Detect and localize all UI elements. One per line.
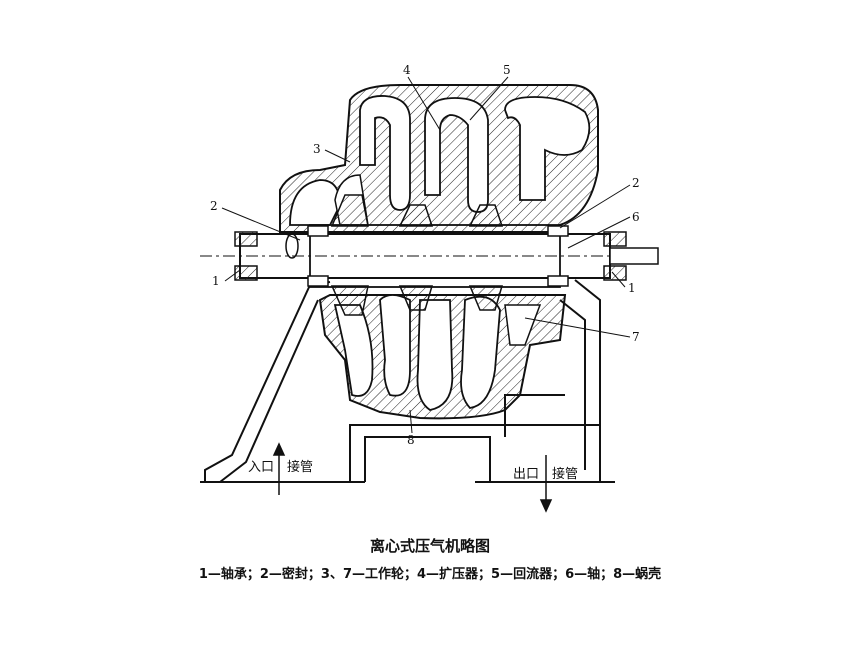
callout-1-left: 1	[212, 274, 220, 288]
callout-4: 4	[403, 63, 411, 77]
seal-right	[547, 225, 569, 287]
inlet-pipe-label: 接管	[287, 459, 313, 475]
bearing-left	[234, 231, 258, 281]
callout-8: 8	[407, 433, 415, 447]
callout-6: 6	[632, 210, 640, 224]
bearing-right	[603, 231, 627, 281]
callout-1-right: 1	[628, 281, 636, 295]
inlet-label: 入口	[248, 460, 274, 475]
inlet-arrow	[272, 442, 286, 495]
callout-5: 5	[503, 63, 511, 77]
leader-lines	[221, 76, 631, 434]
callout-labels: 1 1 2 2 3 4 5 6 7 8	[210, 63, 640, 447]
callout-2-left: 2	[210, 199, 218, 213]
seal-left	[285, 225, 329, 287]
callout-2-right: 2	[632, 176, 640, 190]
figure-legend: 1—轴承；2—密封；3、7—工作轮；4—扩压器；5—回流器；6—轴；8—蜗壳	[198, 567, 662, 582]
callout-7: 7	[632, 330, 640, 344]
outlet-label: 出口	[513, 467, 539, 482]
figure-title: 离心式压气机略图	[369, 537, 490, 555]
shaft	[200, 224, 660, 288]
upper-casing	[279, 84, 599, 233]
lower-casing	[318, 294, 567, 420]
outlet-pipe-label: 接管	[552, 466, 578, 482]
callout-3: 3	[313, 142, 321, 156]
impellers	[330, 194, 504, 316]
outlet-arrow	[539, 455, 553, 513]
